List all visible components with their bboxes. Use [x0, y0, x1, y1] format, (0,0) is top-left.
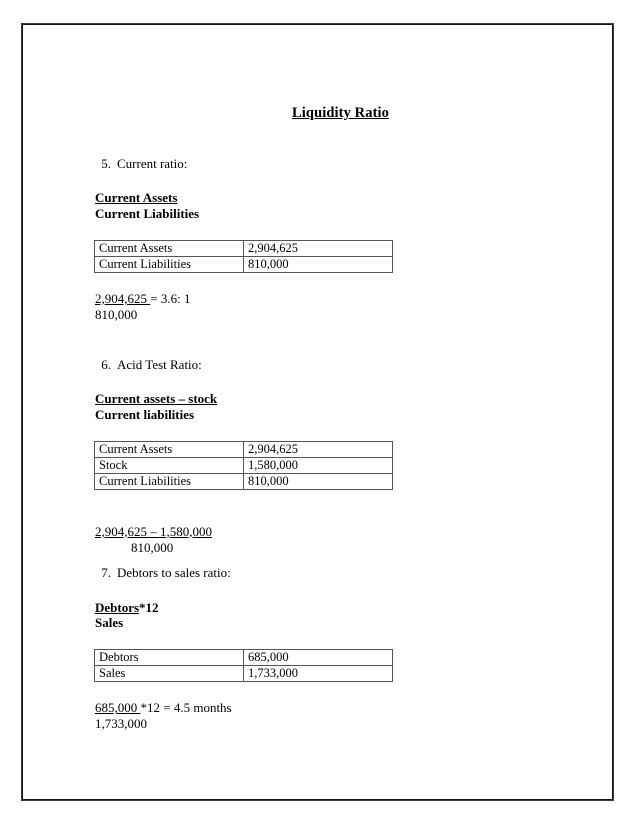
table-cell-label: Sales	[94, 665, 244, 683]
calculation-denominator: 810,000	[95, 306, 138, 322]
formula-numerator: Current Assets	[95, 190, 178, 206]
table-cell-label: Current Assets	[94, 239, 244, 257]
section-debtors-to-sales-ratio: 7. Debtors to sales ratio: Debtors *12 S…	[47, 565, 634, 732]
calculation-current-ratio: 2,904,625 = 3.6: 1 810,000	[95, 291, 634, 323]
section-current-ratio: 5. Current ratio: Current Assets Current…	[47, 156, 634, 323]
formula-acid-test-ratio: Current assets – stock Current liabiliti…	[95, 391, 634, 423]
calculation-denominator: 1,733,000	[95, 716, 147, 732]
formula-denominator: Sales	[95, 615, 124, 631]
formula-denominator: Current liabilities	[95, 406, 195, 422]
table-row: Current Assets 2,904,625	[94, 440, 393, 458]
calculation-debtors-to-sales-ratio: 685,000 *12 = 4.5 months 1,733,000	[95, 700, 634, 732]
formula-numerator: Current assets – stock	[95, 390, 218, 406]
calculation-result: = 3.6: 1	[150, 290, 191, 306]
list-item: 5. Current ratio:	[101, 156, 634, 172]
table-row: Current Liabilities 810,000	[94, 255, 393, 273]
table-cell-value: 810,000	[243, 255, 393, 273]
table-cell-label: Stock	[94, 456, 244, 474]
list-item: 7. Debtors to sales ratio:	[101, 565, 634, 581]
calculation-acid-test-ratio: 2,904,625 – 1,580,000 810,000	[95, 524, 634, 556]
table-acid-test-ratio: Current Assets 2,904,625 Stock 1,580,000…	[94, 440, 393, 490]
table-cell-label: Current Liabilities	[94, 255, 244, 273]
list-item-number: 6.	[101, 356, 111, 372]
section-acid-test-ratio: 6. Acid Test Ratio: Current assets – sto…	[47, 357, 634, 556]
formula-current-ratio: Current Assets Current Liabilities	[95, 190, 634, 222]
list-item-label: Current ratio:	[117, 156, 188, 171]
table-cell-label: Debtors	[94, 649, 244, 667]
table-current-ratio: Current Assets 2,904,625 Current Liabili…	[94, 239, 393, 273]
list-item-label: Acid Test Ratio:	[117, 356, 202, 372]
formula-numerator-multiplier: *12	[139, 599, 159, 615]
calculation-result: *12 = 4.5 months	[140, 700, 232, 716]
table-row: Debtors 685,000	[94, 649, 393, 667]
table-debtors-to-sales-ratio: Debtors 685,000 Sales 1,733,000	[94, 649, 393, 683]
calculation-numerator: 2,904,625	[95, 290, 151, 306]
formula-debtors-to-sales-ratio: Debtors *12 Sales	[95, 600, 634, 632]
page-content: Liquidity Ratio 5. Current ratio: Curren…	[47, 51, 634, 823]
table-cell-value: 1,733,000	[243, 665, 393, 683]
list-item-number: 5.	[101, 156, 111, 171]
table-row: Sales 1,733,000	[94, 665, 393, 683]
page-border-frame: Liquidity Ratio 5. Current ratio: Curren…	[22, 24, 613, 800]
table-cell-value: 2,904,625	[243, 440, 393, 458]
calculation-denominator: 810,000	[131, 539, 174, 555]
table-cell-label: Current Liabilities	[94, 472, 244, 490]
table-cell-value: 810,000	[243, 472, 393, 490]
page-title: Liquidity Ratio	[292, 105, 389, 121]
formula-denominator: Current Liabilities	[95, 206, 200, 222]
calculation-numerator: 685,000	[95, 700, 141, 716]
calculation-numerator: 2,904,625 – 1,580,000	[95, 523, 212, 539]
table-row: Current Assets 2,904,625	[94, 239, 393, 257]
list-item: 6. Acid Test Ratio:	[101, 356, 634, 373]
table-row: Stock 1,580,000	[94, 456, 393, 474]
list-item-label: Debtors to sales ratio:	[117, 565, 231, 581]
formula-numerator: Debtors	[95, 599, 140, 615]
table-cell-value: 685,000	[243, 649, 393, 667]
list-item-number: 7.	[101, 565, 111, 581]
table-cell-value: 1,580,000	[243, 456, 393, 474]
table-cell-value: 2,904,625	[243, 239, 393, 257]
table-row: Current Liabilities 810,000	[94, 472, 393, 490]
table-cell-label: Current Assets	[94, 440, 244, 458]
